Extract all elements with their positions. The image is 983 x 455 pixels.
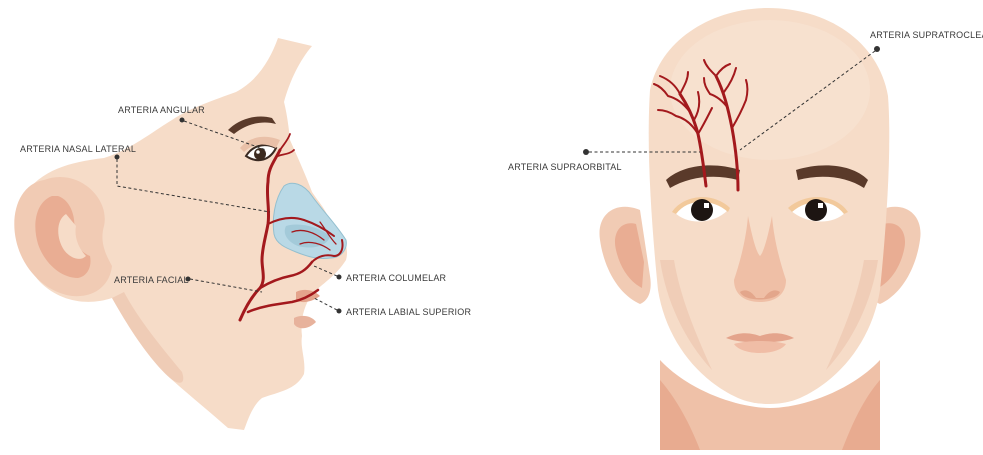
front-head	[599, 8, 920, 450]
front-iris-left	[691, 199, 713, 221]
label-labial-superior-dot	[337, 309, 342, 314]
eye-highlight	[256, 150, 260, 154]
label-angular-text: ARTERIA ANGULAR	[118, 105, 205, 115]
label-nasal-lateral-dot	[115, 155, 120, 160]
profile-head	[14, 38, 347, 430]
label-labial-superior-leader	[314, 298, 337, 310]
label-columelar-dot	[337, 275, 342, 280]
front-eye-highlight-left	[704, 203, 709, 208]
label-angular-dot	[180, 118, 185, 123]
label-labial-superior: ARTERIA LABIAL SUPERIOR	[314, 298, 471, 317]
label-columelar-text: ARTERIA COLUMELAR	[346, 273, 447, 283]
label-supraorbital-dot	[583, 149, 589, 155]
label-nasal-lateral-text: ARTERIA NASAL LATERAL	[20, 144, 136, 154]
front-iris-right	[805, 199, 827, 221]
lower-lip	[294, 316, 316, 328]
front-eye-highlight-right	[818, 203, 823, 208]
label-supraorbital-text: ARTERIA SUPRAORBITAL	[508, 162, 622, 172]
label-facial-text: ARTERIA FACIAL	[114, 275, 189, 285]
label-supratroclear-text: ARTERIA SUPRATROCLEAR	[870, 30, 983, 40]
label-facial-dot	[186, 277, 191, 282]
label-labial-superior-text: ARTERIA LABIAL SUPERIOR	[346, 307, 471, 317]
